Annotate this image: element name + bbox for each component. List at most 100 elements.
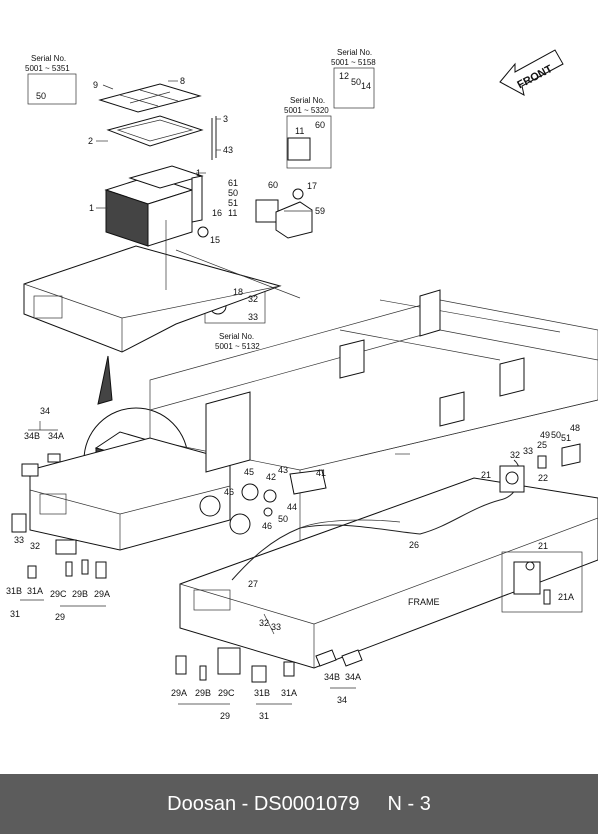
callout: 49 bbox=[540, 430, 550, 440]
frame-label: FRAME bbox=[408, 597, 440, 607]
battery-2 bbox=[128, 165, 204, 223]
callout: 21 bbox=[481, 470, 491, 480]
callout-labels: 9 50 8 2 3 43 1 1 16 15 61 50 51 11 60 1… bbox=[6, 71, 580, 721]
callout: 31A bbox=[27, 586, 43, 596]
callout: 33 bbox=[248, 312, 258, 322]
callout: 34A bbox=[48, 431, 64, 441]
battery-hold-down bbox=[106, 115, 204, 147]
callout: 43 bbox=[223, 145, 233, 155]
lamp-parts-left bbox=[11, 453, 107, 607]
callout: 29A bbox=[171, 688, 187, 698]
callout: 32 bbox=[259, 618, 269, 628]
callout: 45 bbox=[244, 467, 254, 477]
callout: 26 bbox=[409, 540, 419, 550]
callout: 31A bbox=[281, 688, 297, 698]
callout: 31B bbox=[6, 586, 22, 596]
detail-arrow bbox=[97, 355, 113, 405]
leader-lines bbox=[28, 80, 410, 635]
svg-text:Serial No.: Serial No. bbox=[337, 48, 372, 57]
callout: 29 bbox=[220, 711, 230, 721]
callout: 48 bbox=[570, 423, 580, 433]
callout: 18 bbox=[233, 287, 243, 297]
serial-box-2: Serial No. 5001 ~ 5158 bbox=[331, 48, 376, 109]
callout: 16 bbox=[212, 208, 222, 218]
callout: 17 bbox=[307, 181, 317, 191]
horn-assy bbox=[499, 443, 581, 493]
page-number: N - 3 bbox=[387, 792, 431, 815]
callout: 32 bbox=[248, 294, 258, 304]
callout: 11 bbox=[228, 208, 237, 218]
callout: 1 bbox=[89, 203, 94, 213]
callout: 34A bbox=[345, 672, 361, 682]
battery-1 bbox=[104, 175, 194, 247]
svg-text:Serial No.: Serial No. bbox=[219, 332, 254, 341]
callout: 29B bbox=[72, 589, 88, 599]
callout: 27 bbox=[248, 579, 258, 589]
callout: 21A bbox=[558, 592, 574, 602]
callout: 31 bbox=[259, 711, 269, 721]
callout: 50 bbox=[228, 188, 238, 198]
svg-text:5001 ~ 5320: 5001 ~ 5320 bbox=[284, 106, 329, 115]
callout: 32 bbox=[30, 541, 40, 551]
callout: 60 bbox=[268, 180, 278, 190]
callout: 61 bbox=[228, 178, 238, 188]
callout: 14 bbox=[361, 81, 371, 91]
callout: 50 bbox=[551, 430, 561, 440]
hinge-parts bbox=[199, 469, 327, 535]
callout: 29A bbox=[94, 589, 110, 599]
callout: 15 bbox=[210, 235, 220, 245]
svg-text:5001 ~ 5158: 5001 ~ 5158 bbox=[331, 58, 376, 67]
callout: 12 bbox=[339, 71, 349, 81]
callout: 29B bbox=[195, 688, 211, 698]
parts-diagram: FRONT Serial No. 5001 ~ 5351 Serial No. … bbox=[6, 48, 598, 721]
callout: 42 bbox=[266, 472, 276, 482]
callout: 51 bbox=[561, 433, 571, 443]
svg-text:5001 ~ 5351: 5001 ~ 5351 bbox=[25, 64, 70, 73]
machine-frame bbox=[149, 289, 598, 669]
callout: 33 bbox=[271, 622, 281, 632]
battery-box-base bbox=[23, 220, 301, 353]
callout: 2 bbox=[88, 136, 93, 146]
callout: 41 bbox=[316, 468, 326, 478]
callout: 21 bbox=[538, 541, 548, 551]
callout: 29C bbox=[218, 688, 235, 698]
wiring-harness bbox=[231, 459, 521, 581]
front-arrow: FRONT bbox=[499, 49, 564, 96]
callout: 29C bbox=[50, 589, 67, 599]
reservoir-box bbox=[501, 551, 583, 613]
document-id: Doosan - DS0001079 bbox=[167, 792, 360, 815]
lamp-parts-bottom bbox=[175, 647, 363, 705]
callout: 33 bbox=[14, 535, 24, 545]
page-footer: Doosan - DS0001079 N - 3 bbox=[0, 774, 598, 834]
svg-text:5001 ~ 5132: 5001 ~ 5132 bbox=[215, 342, 260, 351]
callout: 59 bbox=[315, 206, 325, 216]
callout: 31 bbox=[10, 609, 20, 619]
callout: 32 bbox=[510, 450, 520, 460]
svg-text:Serial No.: Serial No. bbox=[31, 54, 66, 63]
callout: 8 bbox=[180, 76, 185, 86]
callout: 1 bbox=[196, 168, 201, 178]
battery-cover bbox=[98, 83, 202, 113]
serial-box-1: Serial No. 5001 ~ 5351 bbox=[25, 54, 77, 105]
callout: 34 bbox=[337, 695, 347, 705]
callout: 34B bbox=[324, 672, 340, 682]
callout: 3 bbox=[223, 114, 228, 124]
callout: 25 bbox=[537, 440, 547, 450]
callout: 34B bbox=[24, 431, 40, 441]
callout: 46 bbox=[262, 521, 272, 531]
left-chassis bbox=[29, 391, 251, 551]
serial-box-3: Serial No. 5001 ~ 5320 bbox=[284, 96, 332, 169]
callout: 60 bbox=[315, 120, 325, 130]
callout: 29 bbox=[55, 612, 65, 622]
callout: 44 bbox=[287, 502, 297, 512]
callout: 22 bbox=[538, 473, 548, 483]
callout: 43 bbox=[278, 465, 288, 475]
callout: 11 bbox=[295, 126, 304, 136]
callout: 50 bbox=[36, 91, 46, 101]
callout: 50 bbox=[351, 77, 361, 87]
callout: 34 bbox=[40, 406, 50, 416]
callout: 33 bbox=[523, 446, 533, 456]
callout: 50 bbox=[278, 514, 288, 524]
svg-text:Serial No.: Serial No. bbox=[290, 96, 325, 105]
callout: 46 bbox=[224, 487, 234, 497]
